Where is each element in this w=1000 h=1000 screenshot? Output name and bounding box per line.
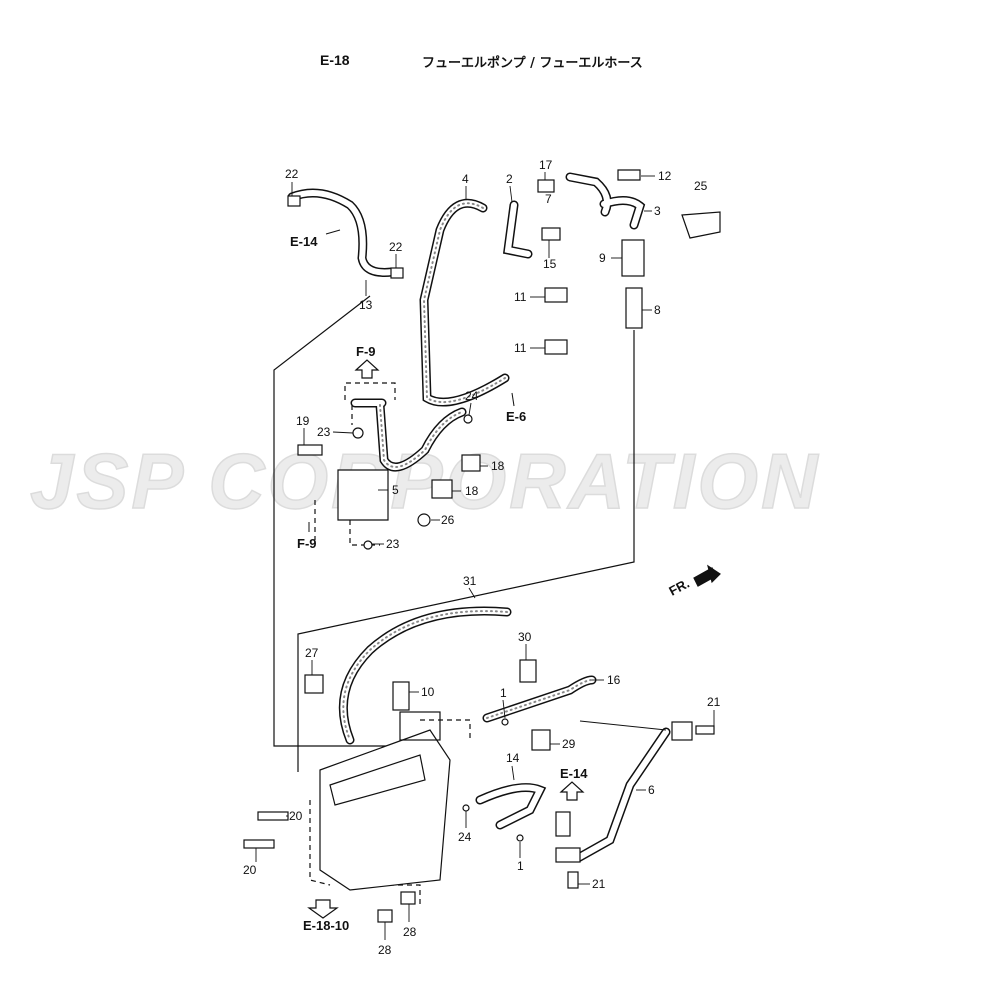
joint-e14 (555, 811, 571, 837)
callout-27: 27 (305, 646, 319, 660)
callout-10: 10 (421, 685, 435, 699)
grommet-28b (400, 891, 416, 905)
callout-12: 12 (658, 169, 672, 183)
ref-e18-10: E-18-10 (303, 918, 349, 933)
hose-texture (342, 202, 593, 741)
grommet-28a (377, 909, 393, 923)
callout-19: 19 (296, 414, 310, 428)
reference-arrows (307, 359, 721, 919)
bolt-20b (243, 839, 275, 849)
callout-21a: 21 (707, 695, 721, 709)
callout-4: 4 (462, 172, 469, 186)
clip-11b (544, 339, 568, 355)
callout-22a: 22 (285, 167, 299, 181)
diagram-code: E-18 (320, 52, 350, 68)
clip-12 (617, 169, 641, 181)
callout-8: 8 (654, 303, 661, 317)
callout-1b: 1 (517, 859, 524, 873)
callout-29: 29 (562, 737, 576, 751)
fr-direction-label: FR. (666, 576, 692, 599)
callout-31: 31 (463, 574, 477, 588)
callout-16: 16 (607, 673, 621, 687)
clamp-18b (431, 479, 453, 499)
arrow-up-f9 (354, 359, 380, 379)
callout-18b: 18 (465, 484, 479, 498)
clip-1b (516, 834, 524, 842)
callout-28b: 28 (403, 925, 417, 939)
clip-30 (519, 659, 537, 683)
ref-e14-top: E-14 (290, 234, 318, 249)
clip-24b (462, 804, 470, 812)
reference-pointers (308, 229, 515, 532)
clip-22a (287, 195, 301, 207)
fr-arrow-head (707, 564, 721, 584)
callout-numbers: 22 22 13 4 2 17 7 15 12 3 9 8 25 11 11 2… (243, 158, 721, 957)
callout-23b: 23 (386, 537, 400, 551)
callout-20b: 20 (243, 863, 257, 877)
ref-f9-top: F-9 (356, 344, 376, 359)
bolt-20a (257, 811, 289, 821)
callout-22b: 22 (389, 240, 403, 254)
fitting-6b (555, 847, 581, 863)
callout-6: 6 (648, 783, 655, 797)
hose-10 (392, 681, 410, 711)
callout-7: 7 (545, 192, 552, 206)
clip-29 (531, 729, 551, 751)
callout-30: 30 (518, 630, 532, 644)
bolt-19 (297, 444, 323, 456)
callout-24a: 24 (465, 389, 479, 403)
oring-26 (417, 513, 431, 527)
ref-e6: E-6 (506, 409, 526, 424)
callout-20a: 20 (289, 809, 303, 823)
filter-8 (625, 287, 643, 329)
callout-24b: 24 (458, 830, 472, 844)
callout-23a: 23 (317, 425, 331, 439)
bolt-21a (695, 725, 715, 735)
cap-27 (304, 674, 324, 694)
callout-2: 2 (506, 172, 513, 186)
callout-13: 13 (359, 298, 373, 312)
gasket-23a (352, 427, 364, 439)
strainer-9 (621, 239, 645, 277)
arrow-up-e14 (559, 781, 585, 801)
clip-11a (544, 287, 568, 303)
arrow-down-e18-10 (307, 899, 339, 919)
holder-25 (681, 211, 721, 239)
union-6 (671, 721, 693, 741)
callout-26: 26 (441, 513, 455, 527)
callout-18a: 18 (491, 459, 505, 473)
carburetor-body (319, 729, 451, 891)
bolt-21b (567, 871, 579, 889)
callout-3: 3 (654, 204, 661, 218)
clip-1a (501, 718, 509, 726)
diagram-title: フューエルポンプ / フューエルホース (422, 56, 643, 71)
small-parts (243, 169, 721, 923)
clamp-18a (461, 454, 481, 472)
ref-f9-bottom: F-9 (297, 536, 317, 551)
joint-15 (541, 227, 561, 241)
callout-25: 25 (694, 179, 708, 193)
callout-28a: 28 (378, 943, 392, 957)
leader-lines (255, 172, 715, 940)
callout-9: 9 (599, 251, 606, 265)
ref-e14-right: E-14 (560, 766, 588, 781)
clip-24a (463, 414, 473, 424)
fuel-pump-5 (337, 469, 389, 521)
callout-11b: 11 (514, 341, 527, 355)
callout-5: 5 (392, 483, 399, 497)
callout-15: 15 (543, 257, 557, 271)
connector-17 (537, 179, 555, 193)
callout-17: 17 (539, 158, 553, 172)
callout-1a: 1 (500, 686, 507, 700)
callout-21b: 21 (592, 877, 606, 891)
callout-11a: 11 (514, 290, 527, 304)
gasket-23b (363, 540, 373, 550)
clip-22b (390, 267, 404, 279)
callout-14: 14 (506, 751, 520, 765)
carb-inlet (399, 711, 441, 741)
